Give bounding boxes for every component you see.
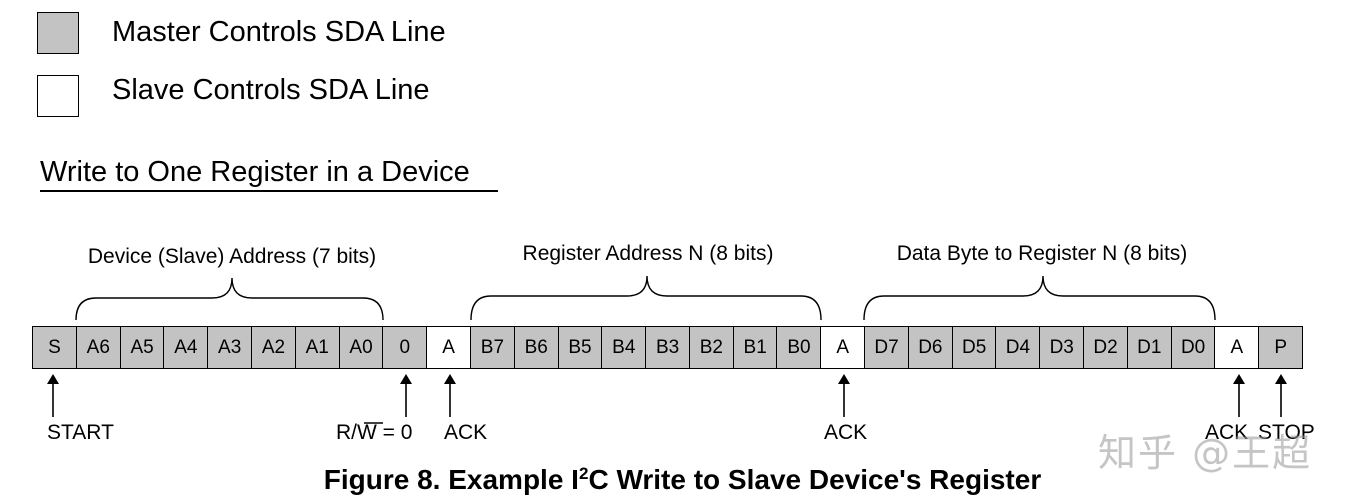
watermark: 知乎 @王超	[1098, 431, 1313, 475]
bit-cell-16: B1	[732, 326, 778, 369]
bit-cell-14: B3	[645, 326, 691, 369]
ack3-label: ACK	[1205, 421, 1249, 444]
ack1-label: ACK	[444, 421, 488, 444]
data-byte-label: Data Byte to Register N (8 bits)	[896, 242, 1188, 265]
bit-cell-12: B5	[557, 326, 603, 369]
legend-master-swatch	[37, 12, 79, 54]
bit-cell-6: A1	[294, 326, 340, 369]
bit-cell-11: B6	[513, 326, 559, 369]
start-arrow	[47, 374, 59, 417]
bit-cell-10: B7	[469, 326, 515, 369]
bit-cell-22: D4	[995, 326, 1041, 369]
register-address-label: Register Address N (8 bits)	[522, 242, 774, 265]
rw-arrow	[400, 374, 412, 417]
device-address-brace	[75, 277, 384, 321]
caption-suffix: C Write to Slave Device's Register	[588, 464, 1042, 495]
legend-master-label: Master Controls SDA Line	[112, 16, 446, 48]
caption-prefix: Figure 8. Example I	[323, 464, 579, 495]
stop-label: STOP	[1258, 421, 1315, 444]
ack2-label: ACK	[824, 421, 868, 444]
bit-cell-18: A	[820, 326, 866, 369]
bit-cell-25: D1	[1126, 326, 1172, 369]
rw-label: R/W = 0	[336, 421, 413, 444]
diagram-title: Write to One Register in a Device	[40, 156, 470, 188]
bit-cell-0: S	[32, 326, 77, 369]
bit-cell-26: D0	[1170, 326, 1216, 369]
bit-cell-15: B2	[688, 326, 734, 369]
bit-cell-3: A4	[163, 326, 209, 369]
stop-arrow	[1275, 374, 1287, 417]
bit-cell-21: D5	[951, 326, 997, 369]
figure-caption: Figure 8. Example I2C Write to Slave Dev…	[0, 464, 1345, 496]
start-label: START	[47, 421, 114, 444]
bit-cell-5: A2	[250, 326, 296, 369]
bit-cell-7: A0	[338, 326, 384, 369]
bit-cell-28: P	[1258, 326, 1304, 369]
bit-cell-27: A	[1214, 326, 1260, 369]
device-address-label: Device (Slave) Address (7 bits)	[87, 245, 377, 268]
bit-cell-2: A5	[119, 326, 165, 369]
data-byte-brace	[863, 275, 1216, 321]
ack1-arrow	[444, 374, 456, 417]
legend-slave-swatch	[37, 75, 79, 117]
bit-cell-1: A6	[75, 326, 121, 369]
caption-superscript: 2	[578, 463, 589, 483]
bit-cell-19: D7	[864, 326, 910, 369]
title-underline	[40, 190, 498, 192]
register-address-brace	[470, 275, 822, 321]
bit-cell-17: B0	[776, 326, 822, 369]
legend-slave-label: Slave Controls SDA Line	[112, 74, 430, 106]
ack3-arrow	[1233, 374, 1245, 417]
bit-cell-20: D6	[907, 326, 953, 369]
ack2-arrow	[838, 374, 850, 417]
